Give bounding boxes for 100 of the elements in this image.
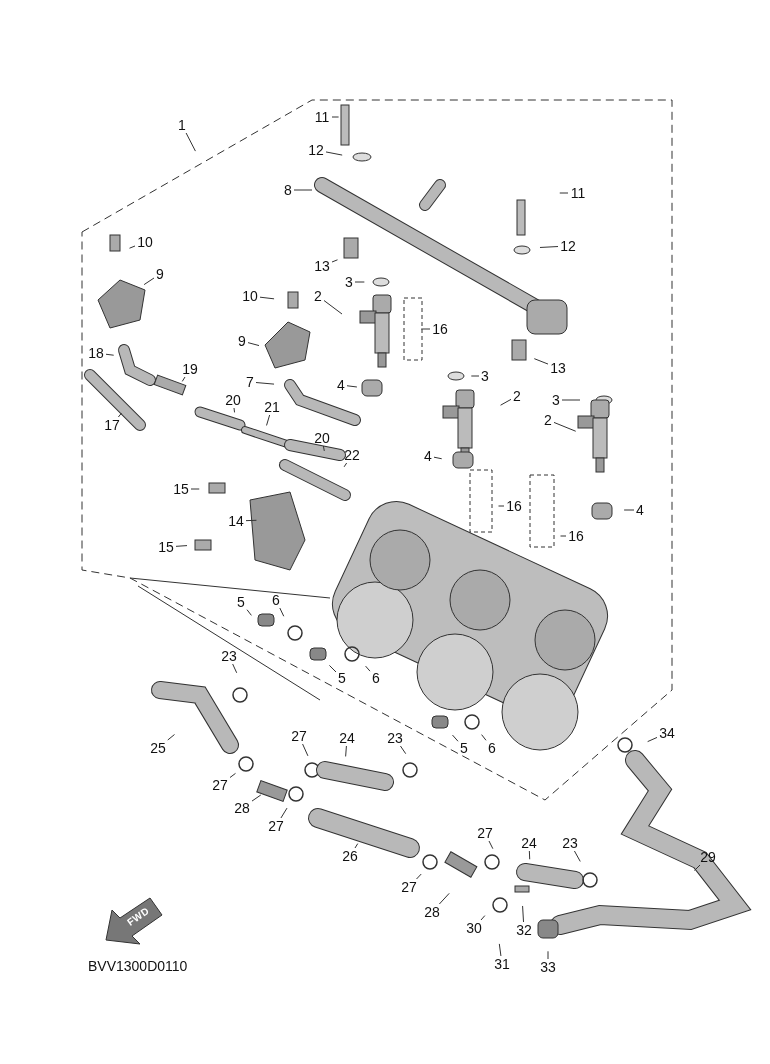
- leader-line: [539, 246, 559, 248]
- callout-number: 24: [337, 730, 357, 746]
- leader-line: [354, 281, 365, 283]
- leader-line: [293, 189, 313, 191]
- callout-number: 4: [335, 377, 347, 393]
- leader-line: [245, 519, 257, 522]
- callout-number: 4: [634, 502, 646, 518]
- leader-line: [325, 151, 343, 156]
- leader-line: [533, 358, 549, 365]
- leader-line: [167, 734, 175, 741]
- leader-line: [522, 905, 525, 923]
- leader-line: [647, 736, 658, 743]
- leader-line: [416, 873, 422, 880]
- callout-number: 27: [289, 728, 309, 744]
- callout-number: 5: [235, 594, 247, 610]
- callout-number: 24: [519, 835, 539, 851]
- leader-line: [259, 296, 275, 300]
- leader-line: [229, 772, 236, 778]
- callout-number: 20: [312, 430, 332, 446]
- leader-line: [481, 734, 487, 741]
- leader-line: [190, 488, 200, 490]
- leader-line: [175, 545, 188, 547]
- callout-number: 28: [232, 800, 252, 816]
- leader-line: [255, 382, 275, 385]
- callout-number: 23: [385, 730, 405, 746]
- callout-number: 23: [560, 835, 580, 851]
- callout-number: 12: [558, 238, 578, 254]
- callout-number: 13: [548, 360, 568, 376]
- leader-line: [561, 399, 581, 401]
- callout-number: 11: [568, 185, 588, 201]
- leader-line: [331, 116, 340, 118]
- callout-number: 29: [698, 849, 718, 865]
- leader-line: [500, 398, 512, 406]
- callout-number: 15: [171, 481, 191, 497]
- callout-number: 26: [340, 848, 360, 864]
- leader-line: [480, 915, 486, 921]
- callout-number: 32: [514, 922, 534, 938]
- callout-number: 18: [86, 345, 106, 361]
- leader-line: [553, 421, 577, 432]
- leader-line: [470, 375, 480, 377]
- callout-number: 3: [479, 368, 491, 384]
- callout-number: 13: [312, 258, 332, 274]
- callout-number: 34: [657, 725, 677, 741]
- callout-number: 7: [244, 374, 256, 390]
- leader-line: [117, 412, 122, 418]
- callout-number: 2: [542, 412, 554, 428]
- callout-number: 17: [102, 417, 122, 433]
- callout-number: 19: [180, 361, 200, 377]
- leader-line: [331, 259, 338, 263]
- drawing-code: BVV1300D0110: [88, 958, 188, 974]
- callout-number: 16: [504, 498, 524, 514]
- callout-number: 6: [370, 670, 382, 686]
- callout-number: 33: [538, 959, 558, 975]
- leader-line: [105, 353, 115, 356]
- leader-line: [279, 607, 285, 617]
- leader-line: [181, 376, 186, 382]
- callout-number: 21: [262, 399, 282, 415]
- callout-number: 3: [343, 274, 355, 290]
- callout-number: 16: [566, 528, 586, 544]
- leader-line: [346, 385, 358, 388]
- leader-line: [247, 342, 260, 347]
- leader-line: [323, 300, 343, 315]
- leader-line: [420, 328, 431, 330]
- callout-number: 20: [223, 392, 243, 408]
- callout-number: 27: [399, 879, 419, 895]
- leader-line: [365, 665, 371, 672]
- leader-line: [246, 609, 252, 616]
- leader-line: [251, 794, 262, 802]
- callout-number: 9: [236, 333, 248, 349]
- leader-line: [399, 745, 407, 755]
- leader-line: [488, 840, 494, 850]
- leader-line: [498, 505, 505, 507]
- callout-number: 3: [550, 392, 562, 408]
- leader-line: [547, 950, 549, 960]
- callout-number: 6: [486, 740, 498, 756]
- leader-line: [129, 245, 136, 249]
- leader-line: [559, 192, 569, 194]
- callout-number: 4: [422, 448, 434, 464]
- leader-line: [694, 864, 701, 871]
- callout-number: 14: [226, 513, 246, 529]
- leader-line: [573, 850, 581, 862]
- callout-number: 5: [458, 740, 470, 756]
- callout-number: 28: [422, 904, 442, 920]
- callout-number: 11: [312, 109, 332, 125]
- leader-line: [528, 850, 531, 860]
- leader-line: [302, 743, 309, 757]
- leader-line: [343, 462, 348, 468]
- callout-number: 2: [312, 288, 324, 304]
- callout-number: 9: [154, 266, 166, 282]
- leader-line: [438, 892, 450, 905]
- callout-number: 8: [282, 182, 294, 198]
- callout-number: 1: [176, 117, 188, 133]
- callout-number: 10: [135, 234, 155, 250]
- callout-number: 31: [492, 956, 512, 972]
- leader-line: [185, 132, 196, 152]
- leader-line: [354, 843, 359, 849]
- callout-number: 15: [156, 539, 176, 555]
- leader-line: [452, 734, 459, 742]
- leader-line: [232, 663, 238, 674]
- leader-line: [328, 664, 337, 673]
